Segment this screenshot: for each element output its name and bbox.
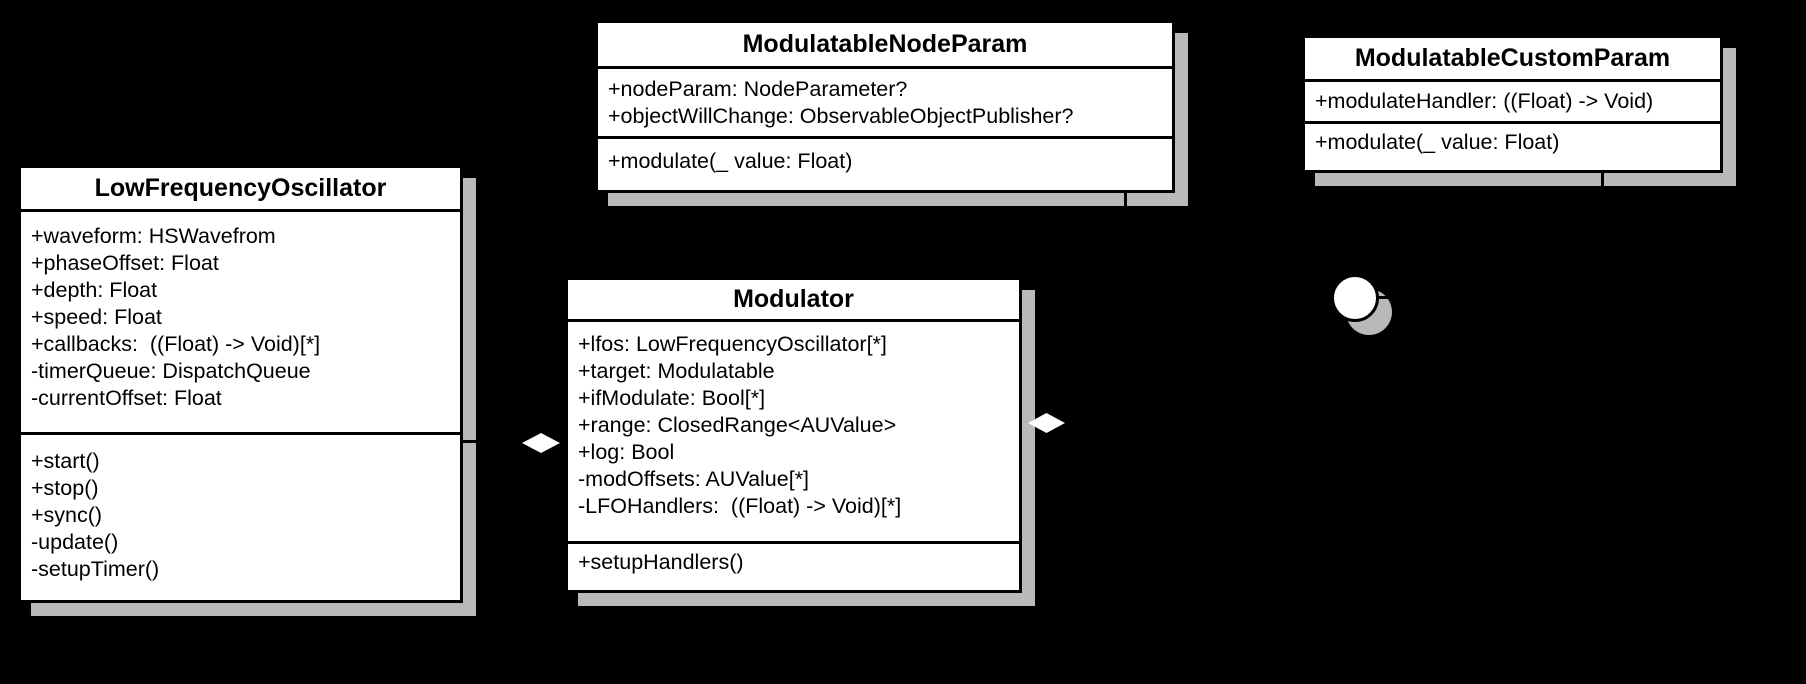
attribute-line: +lfos: LowFrequencyOscillator[*] — [578, 332, 887, 356]
connector-line — [463, 440, 523, 443]
methods-compartment: +start() +stop() +sync() -update() -setu… — [21, 435, 460, 600]
attribute-line: +callbacks: ((Float) -> Void)[*] — [31, 332, 321, 356]
connector-line — [1124, 296, 1331, 299]
attribute-line: +log: Bool — [578, 440, 675, 464]
attribute-line: +nodeParam: NodeParameter? — [608, 77, 908, 101]
method-line: +modulate(_ value: Float) — [608, 149, 853, 173]
class-title: LowFrequencyOscillator — [21, 168, 460, 212]
connector-line — [1060, 421, 1341, 424]
attribute-line: +ifModulate: Bool[*] — [578, 386, 766, 410]
attribute-line: +range: ClosedRange<AUValue> — [578, 413, 897, 437]
method-line: +sync() — [31, 503, 103, 527]
attribute-line: -LFOHandlers: ((Float) -> Void)[*] — [578, 494, 902, 518]
attributes-compartment: +nodeParam: NodeParameter? +objectWillCh… — [598, 69, 1172, 139]
attribute-line: +waveform: HSWavefrom — [31, 224, 276, 248]
class-title: Modulator — [568, 280, 1019, 322]
class-title: ModulatableNodeParam — [598, 23, 1172, 69]
attributes-compartment: +lfos: LowFrequencyOscillator[*] +target… — [568, 322, 1019, 544]
uml-class-box: ModulatableCustomParam +modulateHandler:… — [1302, 35, 1723, 173]
attributes-compartment: +waveform: HSWavefrom +phaseOffset: Floa… — [21, 212, 460, 435]
connector-line — [1355, 296, 1604, 299]
attribute-line: +depth: Float — [31, 278, 158, 302]
attribute-line: +modulateHandler: ((Float) -> Void) — [1315, 89, 1654, 113]
uml-class-box: Modulator +lfos: LowFrequencyOscillator[… — [565, 277, 1022, 593]
method-line: +modulate(_ value: Float) — [1315, 130, 1560, 154]
connector-line — [1338, 320, 1341, 424]
uml-class-box: ModulatableNodeParam +nodeParam: NodePar… — [595, 20, 1175, 193]
attribute-line: +objectWillChange: ObservableObjectPubli… — [608, 104, 1074, 128]
methods-compartment: +modulate(_ value: Float) — [1305, 124, 1720, 170]
attributes-compartment: +modulateHandler: ((Float) -> Void) — [1305, 82, 1720, 124]
attribute-line: -timerQueue: DispatchQueue — [31, 359, 311, 383]
attribute-line: -modOffsets: AUValue[*] — [578, 467, 810, 491]
method-line: +setupHandlers() — [578, 550, 744, 574]
method-line: +stop() — [31, 476, 99, 500]
class-title: ModulatableCustomParam — [1305, 38, 1720, 82]
aggregation-diamond-icon — [522, 433, 560, 453]
method-line: +start() — [31, 449, 100, 473]
uml-class-box: LowFrequencyOscillator +waveform: HSWave… — [18, 165, 463, 603]
attribute-line: -currentOffset: Float — [31, 386, 222, 410]
attribute-line: +phaseOffset: Float — [31, 251, 219, 275]
aggregation-diamond-icon — [1028, 413, 1065, 433]
connector-line — [1601, 173, 1604, 299]
interface-ball-icon — [1331, 274, 1379, 322]
method-line: -update() — [31, 530, 119, 554]
methods-compartment: +modulate(_ value: Float) — [598, 139, 1172, 190]
connector-line — [1124, 193, 1127, 299]
methods-compartment: +setupHandlers() — [568, 544, 1019, 590]
method-line: -setupTimer() — [31, 557, 160, 581]
attribute-line: +speed: Float — [31, 305, 162, 329]
attribute-line: +target: Modulatable — [578, 359, 775, 383]
